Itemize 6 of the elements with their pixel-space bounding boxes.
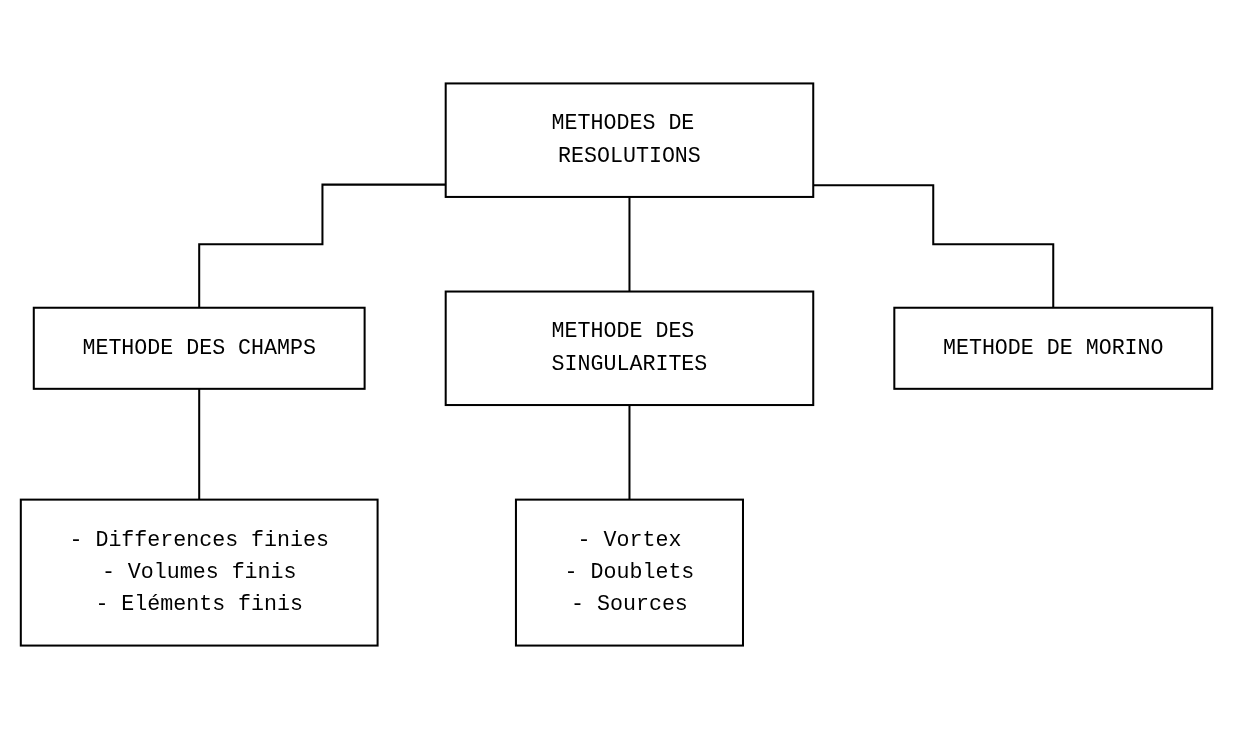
node-box: - Vortex - Doublets - Sources bbox=[514, 498, 744, 647]
node-box: METHODE DE MORINO bbox=[893, 306, 1214, 390]
node-box: METHODES DE RESOLUTIONS bbox=[444, 82, 815, 198]
node-box: METHODE DES SINGULARITES bbox=[444, 290, 815, 407]
node-box: METHODE DES CHAMPS bbox=[32, 306, 366, 390]
node-box: - Differences finies - Volumes finis - Eléments finis bbox=[19, 498, 379, 647]
